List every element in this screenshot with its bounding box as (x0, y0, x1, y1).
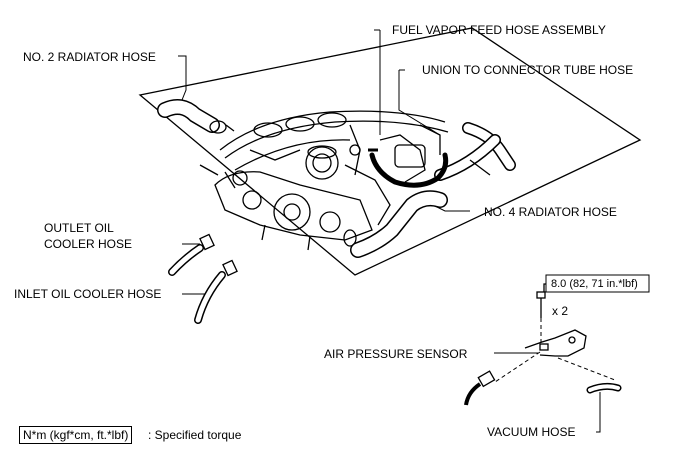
label-bolt-qty: x 2 (552, 304, 569, 318)
no2-radiator-hose-part (157, 98, 235, 134)
outlet-oil-cooler-hose-part (168, 233, 215, 276)
inlet-oil-cooler-hose-part (194, 259, 238, 324)
vacuum-hose-part (586, 382, 622, 394)
label-outlet-oil-cooler-line1: OUTLET OIL (44, 221, 114, 235)
engine-bay-outline (138, 27, 642, 276)
label-fuel-vapor-feed-hose: FUEL VAPOR FEED HOSE ASSEMBLY (392, 23, 606, 37)
legend-description: : Specified torque (148, 428, 242, 442)
label-union-to-connector: UNION TO CONNECTOR TUBE HOSE (422, 63, 634, 77)
label-vacuum-hose: VACUUM HOSE (487, 425, 576, 439)
no4-radiator-hose-part (343, 190, 448, 258)
label-outlet-oil-cooler-line2: COOLER HOSE (44, 237, 133, 251)
air-pressure-sensor-part (524, 329, 587, 357)
dashed-lines (494, 318, 616, 383)
union-connector-hose-part (434, 122, 516, 181)
label-torque-spec: 8.0 (82, 71 in.*lbf) (551, 278, 638, 290)
label-no2-radiator-hose: NO. 2 RADIATOR HOSE (23, 50, 156, 64)
label-inlet-oil-cooler: INLET OIL COOLER HOSE (14, 287, 162, 301)
legend-unit-box: N*m (kgf*cm, ft.*lbf) (19, 426, 133, 444)
engine-assembly (199, 110, 449, 251)
sensor-connector-part (464, 370, 496, 406)
label-no4-radiator-hose: NO. 4 RADIATOR HOSE (484, 205, 617, 219)
bolt-part (536, 283, 546, 318)
label-air-pressure-sensor: AIR PRESSURE SENSOR (324, 347, 468, 361)
fuel-vapor-hose-part (368, 148, 449, 188)
leader-lines (178, 29, 601, 433)
torque-box-outline (545, 274, 650, 293)
